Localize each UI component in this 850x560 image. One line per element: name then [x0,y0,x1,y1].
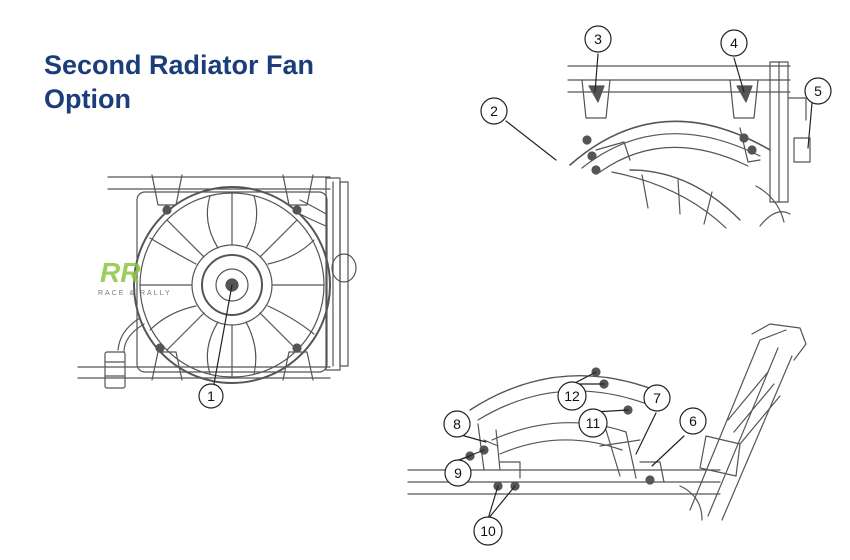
callout-11: 11 [578,408,608,438]
callout-9: 9 [444,459,472,487]
callout-7-label: 7 [653,390,661,406]
callout-7: 7 [643,384,671,412]
callout-4-label: 4 [730,35,738,51]
logo-tagline: RACE & RALLY [98,290,172,297]
callout-6: 6 [679,407,707,435]
callout-2-label: 2 [490,103,498,119]
shroud-upper-detail [567,61,811,229]
callout-5-label: 5 [814,83,822,99]
logo-mark: RR [100,257,141,288]
callout-1-label: 1 [207,388,215,404]
callout-labels: 1 2 3 4 5 6 7 8 [198,25,832,546]
callout-12-label: 12 [564,388,580,404]
leader-lines [213,53,813,520]
callout-10-label: 10 [480,523,496,539]
callout-1: 1 [198,383,224,409]
callout-6-label: 6 [689,413,697,429]
callout-2: 2 [480,97,508,125]
title-line-1: Second Radiator Fan [44,50,315,80]
callout-8-label: 8 [453,416,461,432]
callout-5: 5 [804,77,832,105]
page-title: Second Radiator Fan Option [44,48,374,116]
callout-12: 12 [557,381,587,411]
callout-11-label: 11 [586,415,601,431]
title-line-2: Option [44,84,131,114]
callout-10: 10 [473,516,503,546]
brand-logo: RR RACE & RALLY [98,257,172,297]
callout-8: 8 [443,410,471,438]
callout-3: 3 [584,25,612,53]
callout-4: 4 [720,29,748,57]
fan-assembly-front-view [77,174,357,389]
callout-3-label: 3 [594,31,602,47]
callout-9-label: 9 [454,465,462,481]
